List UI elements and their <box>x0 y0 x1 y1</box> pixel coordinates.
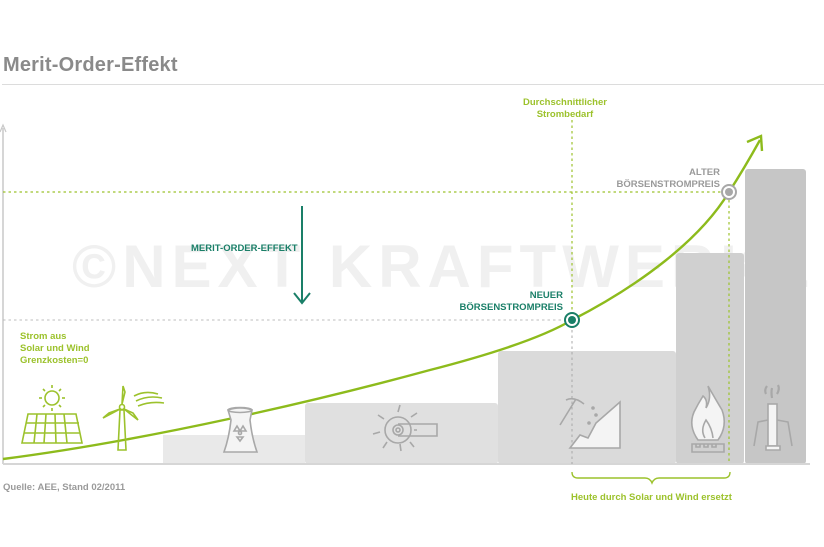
wind-turbine-icon <box>102 385 165 451</box>
replaced-label: Heute durch Solar und Wind ersetzt <box>571 492 732 503</box>
nuclear-plant-icon <box>222 406 259 453</box>
old-price-marker <box>721 184 737 200</box>
demand-label-line2: Strombedarf <box>536 109 594 120</box>
page-title: Merit-Order-Effekt <box>3 54 178 76</box>
bar-hardcoal <box>498 351 676 464</box>
renewables-label-line3: Grenzkosten=0 <box>20 355 89 366</box>
renewables-label: Strom aus Solar und Wind Grenzkosten=0 <box>20 331 90 367</box>
demand-label-line1: Durchschnittlicher <box>523 97 607 108</box>
title-divider <box>2 84 824 85</box>
solar-panel-icon <box>21 385 83 444</box>
merit-order-effect-label: MERIT-ORDER-EFFEKT <box>191 243 298 254</box>
new-price-label-line2: BÖRSENSTROMPREIS <box>459 302 563 313</box>
gas-flame-icon <box>690 385 726 453</box>
renewables-label-line1: Strom aus <box>20 331 67 342</box>
coal-mining-icon <box>559 397 621 449</box>
oil-pump-icon <box>753 384 793 451</box>
bars <box>163 169 806 464</box>
new-price-label: NEUER BÖRSENSTROMPREIS <box>460 290 563 314</box>
old-price-label: ALTER BÖRSENSTROMPREIS <box>617 167 720 191</box>
old-price-label-line1: ALTER <box>689 167 720 178</box>
bar-oil <box>745 169 806 464</box>
replaced-bracket <box>571 471 731 485</box>
new-price-marker <box>564 312 580 328</box>
demand-label: Durchschnittlicher Strombedarf <box>523 97 607 121</box>
y-axis <box>0 123 7 464</box>
new-price-label-line1: NEUER <box>529 290 563 301</box>
reference-lines <box>3 120 730 464</box>
merit-order-arrow-icon <box>293 206 311 305</box>
bar-gas <box>676 253 744 464</box>
old-price-label-line2: BÖRSENSTROMPREIS <box>616 179 720 190</box>
source-note: Quelle: AEE, Stand 02/2011 <box>3 482 126 493</box>
renewables-label-line2: Solar und Wind <box>20 343 90 354</box>
lignite-excavator-icon <box>372 404 438 452</box>
